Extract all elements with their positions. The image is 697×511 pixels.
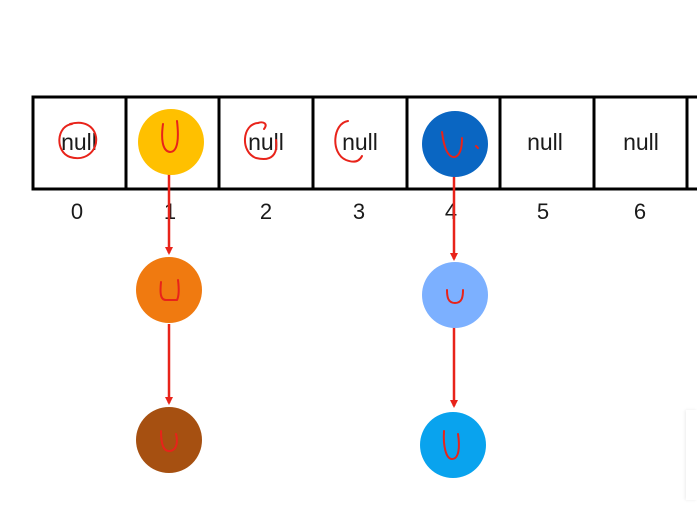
node-4-3-mark (442, 430, 460, 460)
node-4-1-dot (475, 145, 479, 149)
bucket-3-null-label: null (342, 129, 378, 155)
offscreen-card-edge (686, 410, 697, 500)
null-0-scribble (58, 121, 98, 160)
chain-4-node-3 (420, 412, 486, 478)
bucket-2-null-label: null (248, 129, 284, 155)
node-4-2-mark (446, 289, 464, 304)
bucket-6-null-label: null (623, 129, 659, 155)
index-label-4: 4 (445, 199, 457, 224)
node-4-1-mark (441, 131, 463, 159)
bucket-array (31, 95, 697, 191)
null-3-scribble (334, 120, 363, 163)
chain-1-node-2 (136, 257, 202, 323)
null-2-scribble (244, 121, 278, 160)
node-1-2-mark (159, 279, 180, 301)
bucket-0-null-label: null (61, 129, 97, 155)
bucket-7-partial (685, 95, 697, 191)
chain-4-node-1 (422, 111, 488, 177)
index-label-0: 0 (71, 199, 83, 224)
chain-4-node-2 (422, 262, 488, 328)
index-label-5: 5 (537, 199, 549, 224)
bucket-5-null-label: null (527, 129, 563, 155)
index-label-6: 6 (634, 199, 646, 224)
index-label-2: 2 (260, 199, 272, 224)
chain-1-node-3 (136, 407, 202, 473)
chain-1-node-1 (138, 109, 204, 175)
node-1-1-mark (161, 120, 179, 153)
index-label-3: 3 (353, 199, 365, 224)
node-1-3-mark (160, 430, 178, 453)
